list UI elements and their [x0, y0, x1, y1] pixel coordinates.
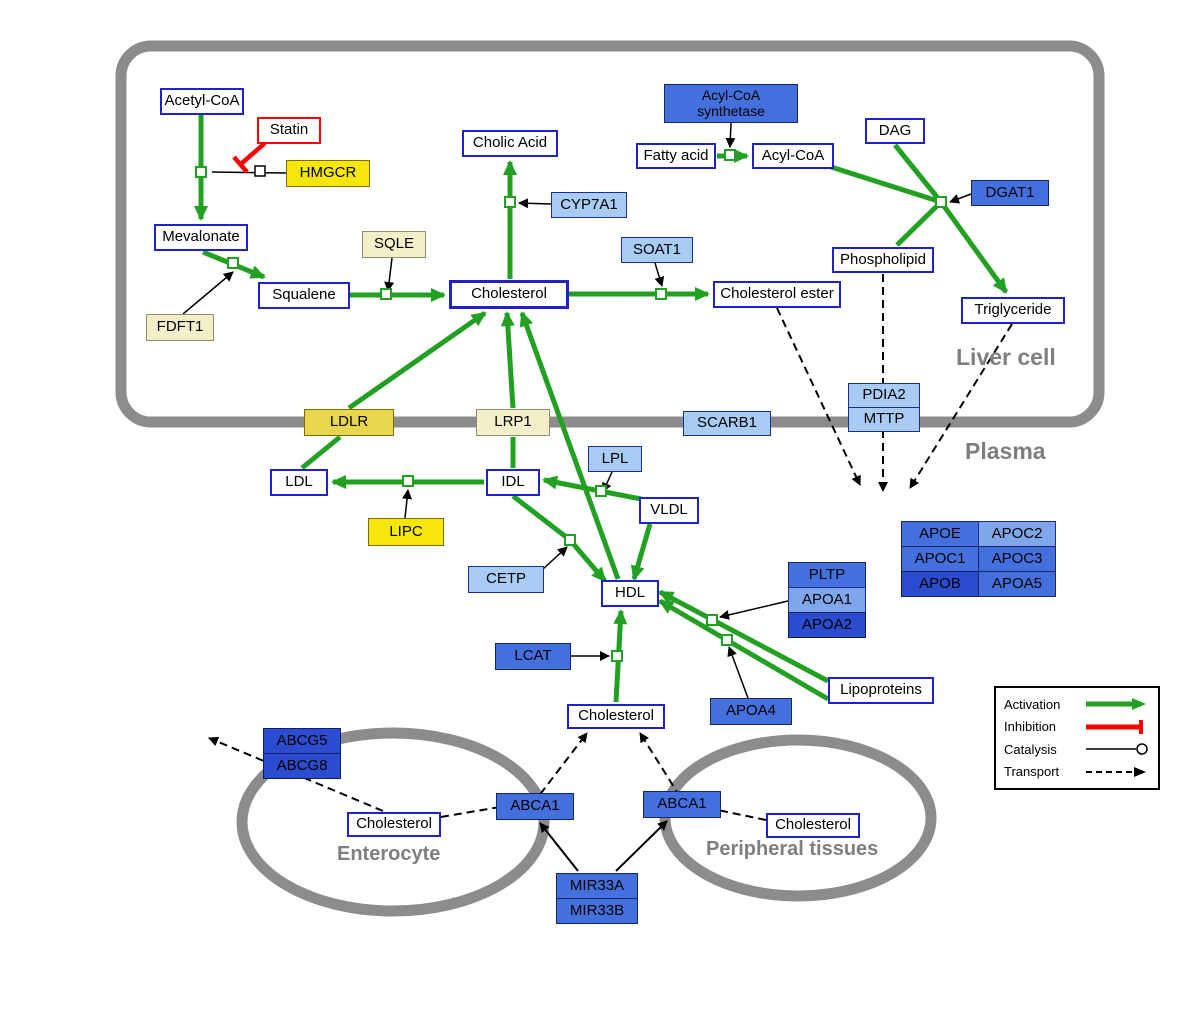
node-cholesterol-plasma: Cholesterol — [567, 704, 665, 729]
node-dag: DAG — [865, 118, 925, 144]
node-apoa1: APOA1 — [788, 587, 866, 613]
node-sqle: SQLE — [362, 231, 426, 258]
node-cetp: CETP — [468, 566, 544, 593]
node-phospholipid: Phospholipid — [832, 247, 934, 273]
node-lrp1: LRP1 — [476, 409, 550, 436]
enterocyte-label: Enterocyte — [337, 843, 441, 865]
node-apoe: APOE — [901, 521, 979, 547]
node-apoa2: APOA2 — [788, 612, 866, 638]
node-cholic-acid: Cholic Acid — [462, 130, 558, 157]
inhibition-edge — [232, 141, 267, 174]
liver-cell-membrane — [115, 40, 1105, 428]
node-cholesterol-peripheral: Cholesterol — [766, 813, 860, 838]
node-dgat1: DGAT1 — [971, 180, 1049, 206]
node-cholesterol-ester: Cholesterol ester — [713, 281, 841, 308]
node-hdl: HDL — [601, 580, 659, 607]
legend-row-transport: Transport — [1004, 762, 1150, 782]
node-apoc3: APOC3 — [978, 546, 1056, 572]
node-abcg8: ABCG8 — [263, 753, 341, 779]
node-fatty-acid: Fatty acid — [636, 143, 716, 169]
compartment-outlines — [115, 40, 1105, 917]
legend: Activation Inhibition Catalysis Transpor… — [994, 686, 1160, 790]
liver-cell-label: Liver cell — [956, 344, 1056, 370]
node-cholesterol-liver: Cholesterol — [449, 280, 569, 309]
node-cyp7a1: CYP7A1 — [551, 192, 627, 218]
node-apoc1: APOC1 — [901, 546, 979, 572]
node-hmgcr: HMGCR — [286, 160, 370, 187]
catalysis-circle-icon — [1086, 743, 1148, 755]
legend-row-activation: Activation — [1004, 694, 1150, 714]
node-lpl: LPL — [588, 446, 642, 472]
catalysis-anchor-squares — [195, 149, 947, 662]
node-soat1: SOAT1 — [621, 237, 693, 263]
enterocyte-membrane — [236, 727, 550, 917]
node-idl: IDL — [486, 469, 540, 496]
legend-inhibition-label: Inhibition — [1004, 719, 1057, 735]
catalysis-edges — [182, 122, 972, 699]
mirna-edges — [539, 820, 668, 872]
peripheral-tissues-label: Peripheral tissues — [706, 838, 879, 860]
node-ldl: LDL — [270, 469, 328, 496]
legend-row-catalysis: Catalysis — [1004, 739, 1150, 759]
node-ldlr: LDLR — [304, 409, 394, 436]
node-triglyceride: Triglyceride — [961, 297, 1065, 324]
node-mevalonate: Mevalonate — [154, 224, 248, 251]
node-abca1-peripheral: ABCA1 — [643, 791, 721, 818]
peripheral-tissue-membrane — [659, 734, 937, 902]
legend-row-inhibition: Inhibition — [1004, 717, 1150, 737]
node-pdia2: PDIA2 — [848, 383, 920, 408]
node-vldl: VLDL — [639, 497, 699, 524]
legend-transport-label: Transport — [1004, 764, 1060, 780]
node-mir33a: MIR33A — [556, 873, 638, 899]
legend-catalysis-label: Catalysis — [1004, 741, 1057, 757]
node-squalene: Squalene — [258, 282, 350, 309]
node-apob: APOB — [901, 571, 979, 597]
node-abcg5: ABCG5 — [263, 728, 341, 754]
node-statin: Statin — [257, 117, 321, 144]
plasma-label: Plasma — [965, 438, 1046, 464]
node-mttp: MTTP — [848, 407, 920, 432]
node-acetyl-coa: Acetyl-CoA — [160, 88, 244, 115]
node-acyl-coa-synthetase: Acyl-CoA synthetase — [664, 84, 798, 123]
node-cholesterol-enterocyte: Cholesterol — [347, 812, 441, 837]
inhibition-anchor-square — [254, 165, 266, 177]
node-fdft1: FDFT1 — [146, 314, 214, 341]
legend-activation-label: Activation — [1004, 696, 1061, 712]
node-lcat: LCAT — [495, 643, 571, 670]
node-lipoproteins: Lipoproteins — [828, 677, 934, 704]
activation-arrow-icon — [1086, 698, 1146, 711]
node-apoa5: APOA5 — [978, 571, 1056, 597]
node-scarb1: SCARB1 — [683, 411, 771, 436]
node-apoc2: APOC2 — [978, 521, 1056, 547]
node-abca1-enterocyte: ABCA1 — [496, 793, 574, 820]
inhibition-bar-icon — [1086, 719, 1143, 734]
node-pltp: PLTP — [788, 562, 866, 588]
transport-arrow-icon — [1086, 766, 1146, 777]
node-apoa4: APOA4 — [710, 698, 792, 725]
node-acyl-coa: Acyl-CoA — [752, 143, 834, 169]
node-mir33b: MIR33B — [556, 898, 638, 924]
node-lipc: LIPC — [368, 518, 444, 546]
